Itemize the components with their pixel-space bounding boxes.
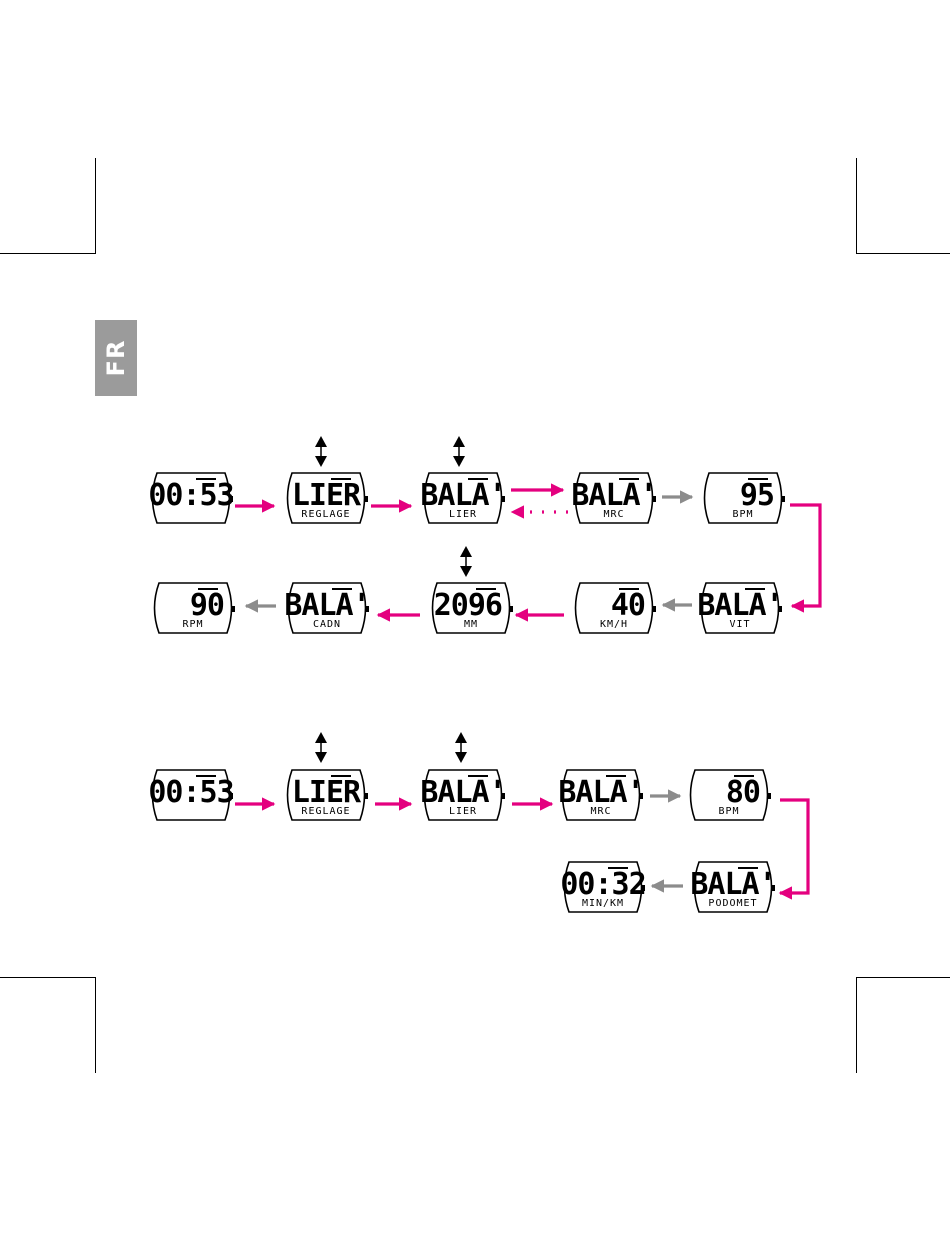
lcd-main-text: BALA' [284, 588, 369, 623]
row1-screen-9: BALA'CADN [284, 583, 369, 633]
lcd-sub-text: LIER [449, 806, 477, 817]
lcd-main-text: BALA' [571, 478, 656, 513]
arrow-r2-turn [780, 800, 808, 893]
arrow-r1-turn [790, 505, 820, 606]
up-down-icon-r1-c [460, 546, 472, 577]
lcd-sub-text: KM/H [600, 619, 628, 630]
up-down-icon-r1-a [315, 436, 327, 467]
lcd-sub-text: MRC [603, 509, 624, 520]
lcd-main-text: BALA' [420, 478, 505, 513]
button-knob-icon [231, 606, 235, 612]
button-knob-icon [767, 793, 771, 799]
lcd-sub-text: VIT [729, 619, 750, 630]
lcd-sub-text: PODOMET [708, 898, 757, 909]
lcd-sub-text: REGLAGE [301, 509, 350, 520]
lcd-main-text: 40 [611, 588, 645, 623]
up-down-icon-r2-b [455, 732, 467, 763]
lcd-main-text: 00:53 [148, 775, 233, 810]
lcd-sub-text: REGLAGE [301, 806, 350, 817]
button-knob-icon [652, 606, 656, 612]
lcd-main-text: 95 [740, 478, 774, 513]
lcd-main-text: 80 [726, 775, 760, 810]
lcd-sub-text: MM [464, 619, 478, 630]
row1-screen-6: BALA'VIT [697, 583, 782, 633]
lcd-main-text: BALA' [690, 867, 775, 902]
lcd-sub-text: CADN [313, 619, 341, 630]
lcd-main-text: 00:53 [148, 478, 233, 513]
button-knob-icon [364, 793, 368, 799]
button-knob-icon [509, 606, 513, 612]
row2-screen-4: BALA'MRC [558, 770, 643, 820]
lcd-main-text: LIER [292, 478, 362, 513]
lcd-sub-text: BPM [732, 509, 753, 520]
lcd-main-text: 90 [190, 588, 224, 623]
row2-screen-3: BALA'LIER [420, 770, 505, 820]
button-knob-icon [781, 496, 785, 502]
lcd-sub-text: MRC [590, 806, 611, 817]
row1-screen-4: BALA'MRC [571, 473, 656, 523]
lcd-sub-text: RPM [182, 619, 203, 630]
lcd-main-text: 2096 [434, 588, 502, 623]
row1-screen-3: BALA'LIER [420, 473, 505, 523]
row2-screen-6: BALA'PODOMET [690, 862, 775, 912]
lcd-main-text: LIER [292, 775, 362, 810]
lcd-sub-text: LIER [449, 509, 477, 520]
lcd-main-text: BALA' [697, 588, 782, 623]
row2-screen-5: 80BPM [691, 770, 772, 820]
button-knob-icon [364, 496, 368, 502]
lcd-sub-text: BPM [718, 806, 739, 817]
lcd-main-text: BALA' [558, 775, 643, 810]
row1-screen-10: 90RPM [155, 583, 236, 633]
lcd-main-text: BALA' [420, 775, 505, 810]
up-down-icon-r2-a [315, 732, 327, 763]
lcd-main-text: 00:32 [560, 867, 645, 902]
row2-screen-1: 00:53 [148, 770, 233, 820]
row1-screen-1: 00:53 [148, 473, 233, 523]
lcd-sub-text: MIN/KM [582, 898, 624, 909]
up-down-icon-r1-b [453, 436, 465, 467]
